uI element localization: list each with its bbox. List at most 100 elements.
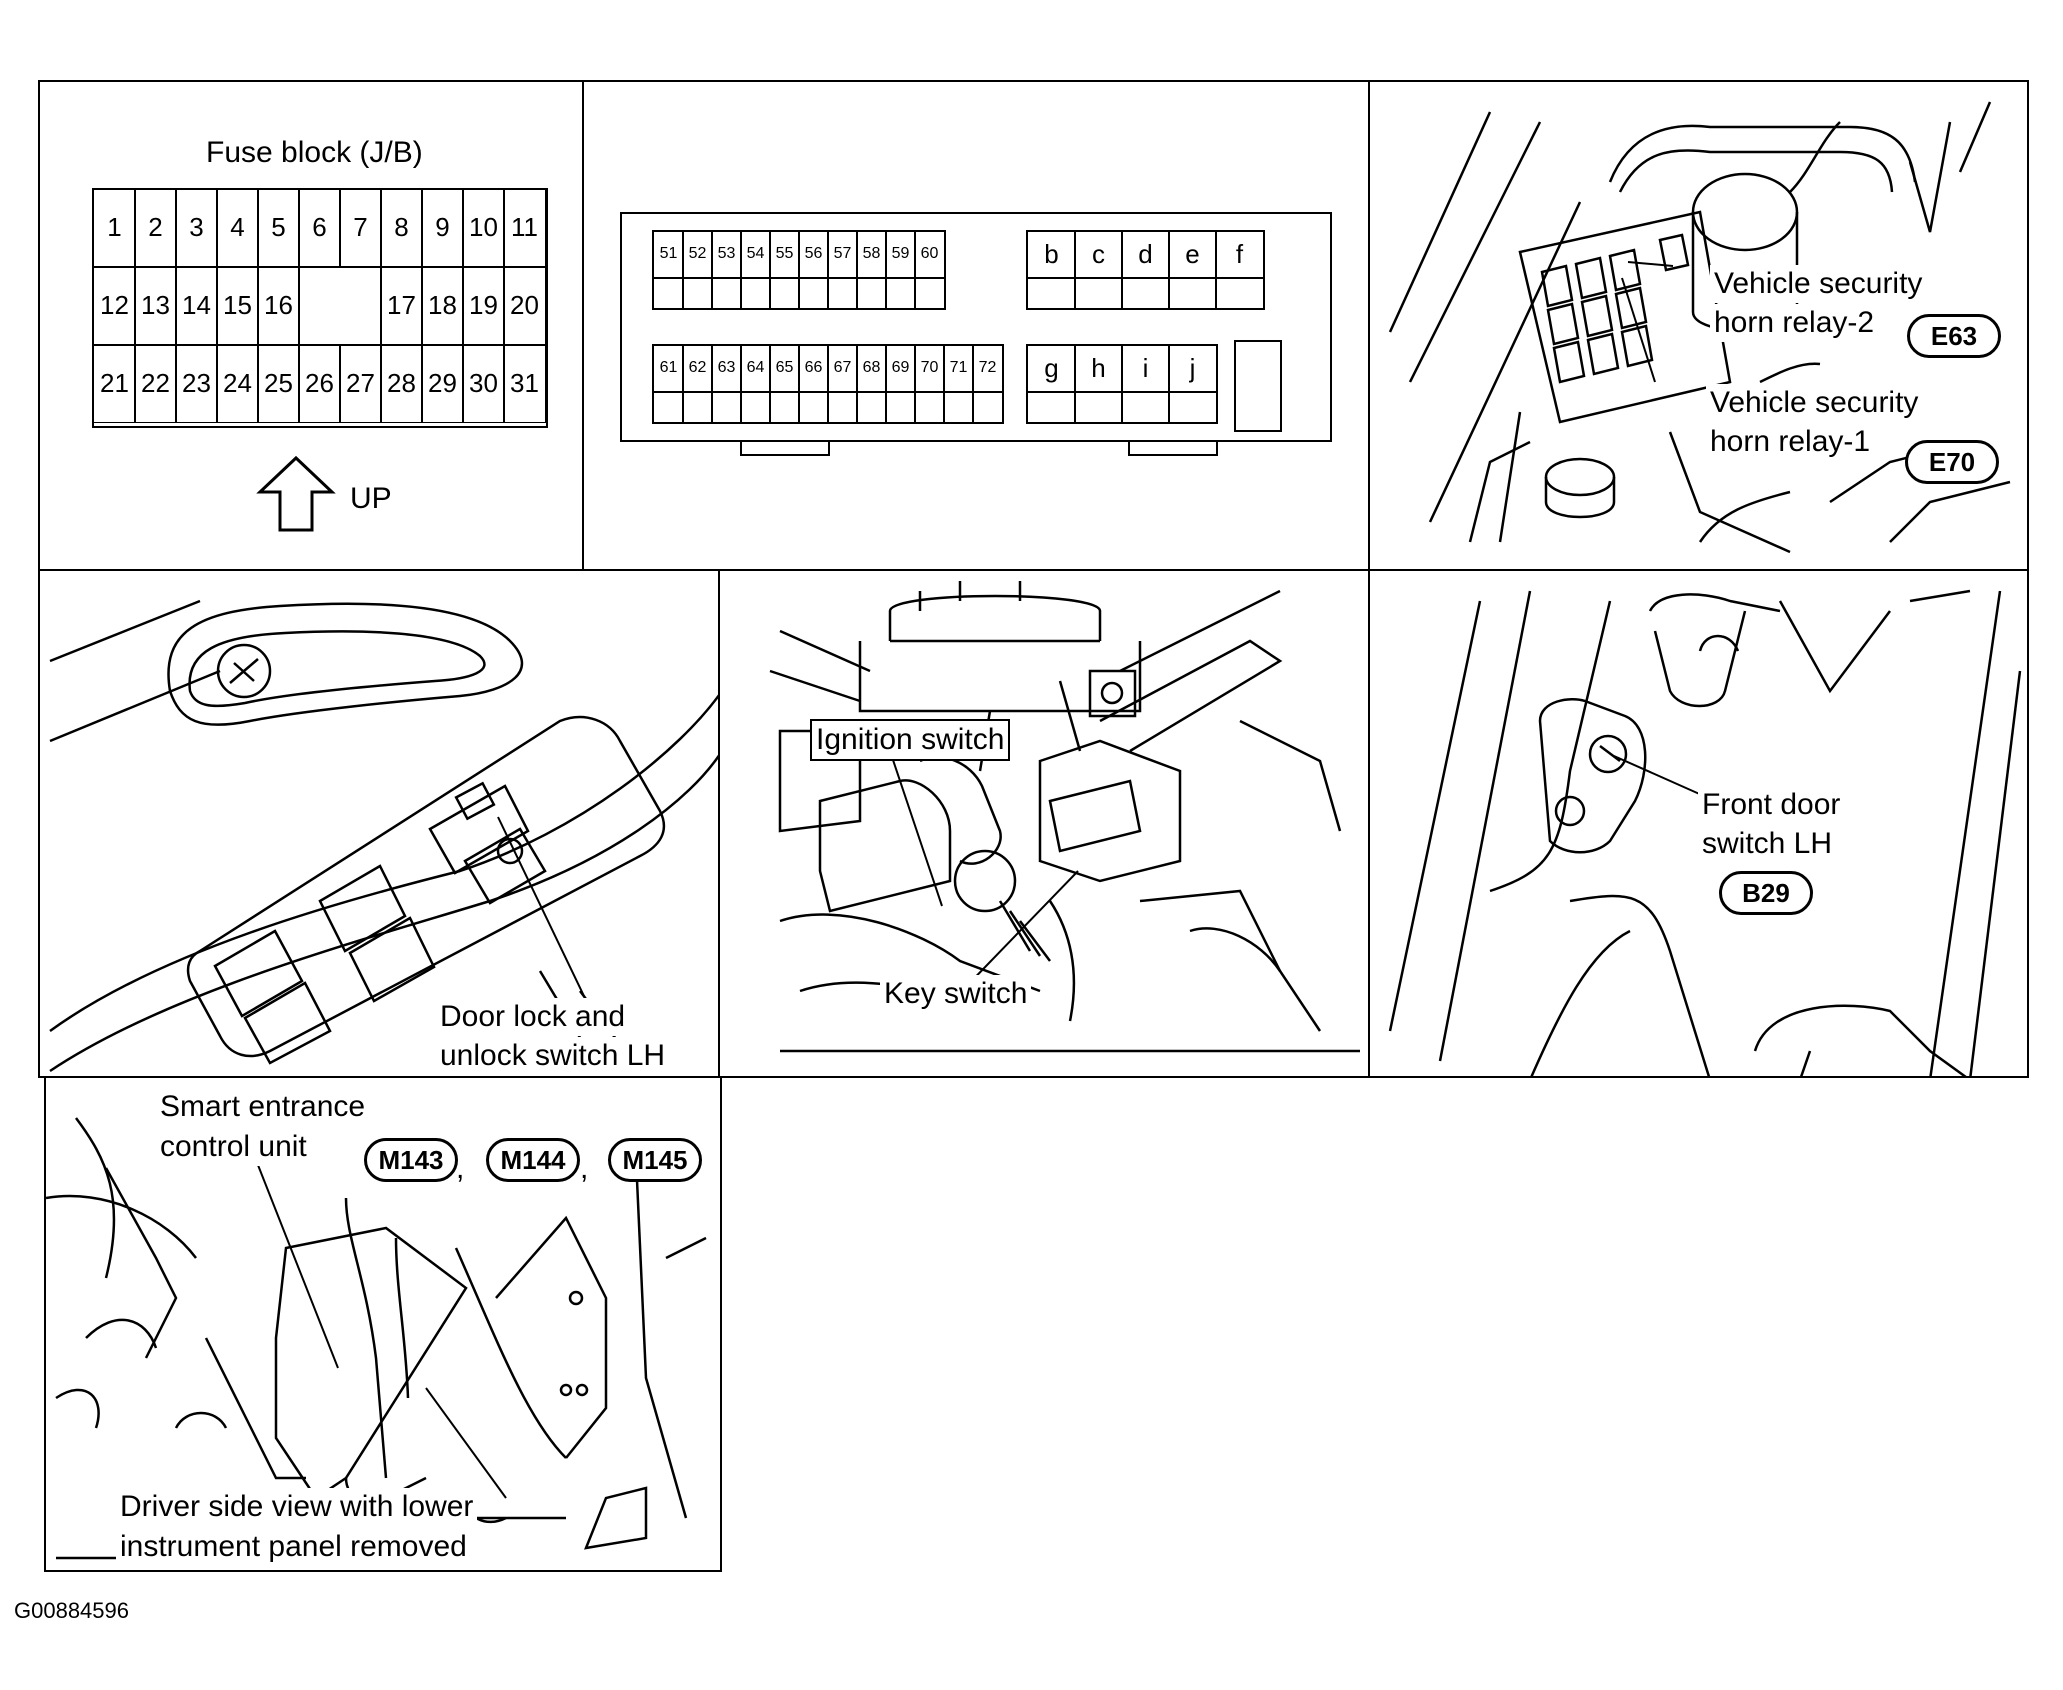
fuse-cell: 13 bbox=[134, 267, 177, 346]
connector-bottom-numbers: 61 62 63 64 65 66 67 68 69 70 71 72 bbox=[652, 344, 1004, 424]
relay-1-label-line2: horn relay-1 bbox=[1706, 423, 1875, 461]
fuse-block-title: Fuse block (J/B) bbox=[206, 136, 423, 169]
control-unit-panel: Smart entrance control unit M143 , M144 … bbox=[44, 1076, 722, 1572]
pin-cell-empty bbox=[1121, 391, 1170, 423]
fuse-cell: 16 bbox=[257, 267, 300, 346]
badge-separator: , bbox=[456, 1152, 465, 1185]
pin-cell-empty bbox=[1027, 277, 1076, 309]
pin-cell-empty bbox=[972, 391, 1003, 423]
relay-2-label-line2: horn relay-2 bbox=[1710, 304, 1879, 342]
fuse-cell: 25 bbox=[257, 345, 300, 424]
pin-cell: 57 bbox=[827, 231, 858, 279]
connector-side-slot bbox=[1234, 340, 1282, 432]
front-door-switch-panel: Front door switch LH B29 bbox=[1368, 569, 2029, 1078]
pin-cell: 62 bbox=[682, 345, 713, 393]
leader-line bbox=[1613, 755, 1705, 797]
up-arrow-icon bbox=[256, 455, 336, 532]
pin-cell: 65 bbox=[769, 345, 800, 393]
pin-cell-empty bbox=[856, 391, 887, 423]
fuse-cell: 14 bbox=[175, 267, 218, 346]
connector-badge-m143: M143 bbox=[364, 1138, 458, 1182]
pin-cell: 55 bbox=[769, 231, 800, 279]
leader-line bbox=[425, 1387, 507, 1499]
relay-panel: Vehicle security horn relay-2 E63 Vehicl… bbox=[1368, 80, 2029, 571]
pin-cell-empty bbox=[711, 391, 742, 423]
fuse-cell: 3 bbox=[175, 189, 218, 268]
pin-cell: 52 bbox=[682, 231, 713, 279]
fuse-cell: 20 bbox=[503, 267, 546, 346]
front-door-connector-badge: B29 bbox=[1719, 871, 1813, 915]
pin-cell: j bbox=[1168, 345, 1217, 393]
fuse-cell: 9 bbox=[421, 189, 464, 268]
relay-1-connector-badge: E70 bbox=[1905, 440, 1999, 484]
connector-badge-m144: M144 bbox=[486, 1138, 580, 1182]
pin-cell: 66 bbox=[798, 345, 829, 393]
door-lock-label-line1: Door lock and bbox=[436, 998, 630, 1036]
pin-cell-empty bbox=[1168, 391, 1217, 423]
relay-1-label-line1: Vehicle security bbox=[1706, 384, 1923, 422]
steering-column-drawing bbox=[769, 581, 1360, 1053]
pin-cell-empty bbox=[1121, 277, 1170, 309]
pin-cell: 64 bbox=[740, 345, 771, 393]
connector-tab bbox=[740, 440, 830, 456]
pin-cell: 53 bbox=[711, 231, 742, 279]
pin-cell: c bbox=[1074, 231, 1123, 279]
fuse-cell: 21 bbox=[93, 345, 136, 424]
fuse-cell: 2 bbox=[134, 189, 177, 268]
fuse-row-1: 1 2 3 4 5 6 7 8 9 10 11 bbox=[93, 189, 546, 268]
pin-cell: e bbox=[1168, 231, 1217, 279]
figure-id: G00884596 bbox=[14, 1598, 129, 1623]
pin-cell: 51 bbox=[653, 231, 684, 279]
pin-cell-empty bbox=[740, 277, 771, 309]
fuse-row-2: 12 13 14 15 16 17 18 19 20 bbox=[93, 267, 546, 346]
pin-cell: 59 bbox=[885, 231, 916, 279]
leader-line bbox=[255, 1159, 339, 1369]
fuse-cell: 29 bbox=[421, 345, 464, 424]
leader-line bbox=[889, 750, 943, 907]
control-unit-label-line2: control unit bbox=[156, 1128, 311, 1166]
front-door-label-line2: switch LH bbox=[1698, 825, 1837, 863]
fuse-cell: 10 bbox=[462, 189, 505, 268]
pin-cell-empty bbox=[856, 277, 887, 309]
pin-cell: 63 bbox=[711, 345, 742, 393]
pin-cell-empty bbox=[1074, 277, 1123, 309]
leader-line bbox=[1627, 261, 1674, 267]
pin-cell: 68 bbox=[856, 345, 887, 393]
pin-cell: 67 bbox=[827, 345, 858, 393]
pin-cell: g bbox=[1027, 345, 1076, 393]
pin-cell-empty bbox=[1074, 391, 1123, 423]
key-switch-label: Key switch bbox=[880, 975, 1032, 1013]
fuse-cell-empty bbox=[298, 267, 341, 346]
pin-cell-empty bbox=[1027, 391, 1076, 423]
fuse-cell: 4 bbox=[216, 189, 259, 268]
front-door-label-line1: Front door bbox=[1698, 786, 1845, 824]
control-unit-label-line1: Smart entrance bbox=[156, 1088, 370, 1126]
ignition-switch-label: Ignition switch bbox=[810, 719, 1011, 761]
door-frame-drawing bbox=[1388, 589, 2022, 1076]
pin-cell-empty bbox=[914, 277, 945, 309]
fuse-row-3: 21 22 23 24 25 26 27 28 29 30 31 bbox=[93, 345, 546, 424]
pin-cell-empty bbox=[914, 391, 945, 423]
pin-cell-empty bbox=[769, 277, 800, 309]
fuse-block-panel: Fuse block (J/B) 1 2 3 4 5 6 7 8 9 10 11… bbox=[38, 80, 584, 571]
pin-cell: 70 bbox=[914, 345, 945, 393]
relay-2-label-line1: Vehicle security bbox=[1710, 265, 1927, 303]
pin-cell-empty bbox=[798, 277, 829, 309]
relay-2-connector-badge: E63 bbox=[1907, 314, 2001, 358]
up-label: UP bbox=[350, 482, 392, 515]
pin-cell-empty bbox=[943, 391, 974, 423]
pin-cell-empty bbox=[653, 277, 684, 309]
fuse-cell-empty bbox=[339, 267, 382, 346]
door-panel-drawing bbox=[49, 599, 718, 1073]
fuse-cell: 31 bbox=[503, 345, 546, 424]
door-lock-switch-panel: Door lock and unlock switch LH bbox=[38, 569, 720, 1078]
fuse-cell: 11 bbox=[503, 189, 546, 268]
pin-cell-empty bbox=[885, 391, 916, 423]
leader-line bbox=[1621, 277, 1656, 383]
connector-tab bbox=[1128, 440, 1218, 456]
fuse-cell: 18 bbox=[421, 267, 464, 346]
pin-cell-empty bbox=[827, 391, 858, 423]
fuse-block-grid: 1 2 3 4 5 6 7 8 9 10 11 12 13 14 15 16 1… bbox=[92, 188, 548, 428]
pin-cell-empty bbox=[827, 277, 858, 309]
pin-cell: 71 bbox=[943, 345, 974, 393]
